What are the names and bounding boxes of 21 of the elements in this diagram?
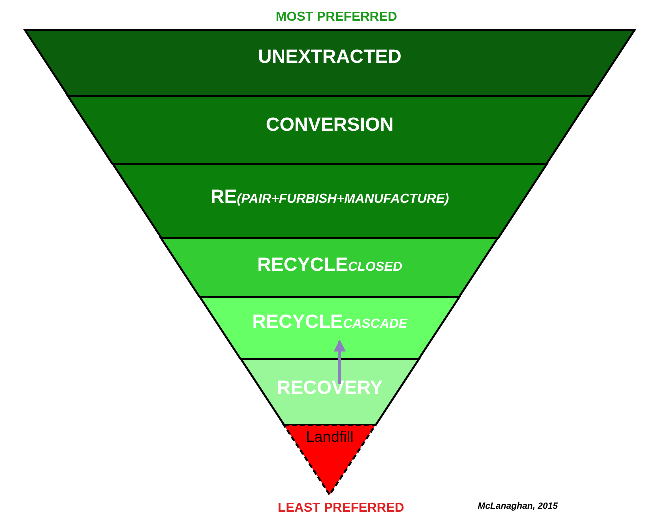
band-label: RECYCLE	[258, 254, 348, 278]
band-label: RECOVERY	[277, 377, 383, 401]
landfill-triangle	[284, 425, 376, 495]
band-label: Landfill	[306, 428, 354, 448]
band-label: RECYCLE	[252, 311, 344, 335]
hierarchy-band	[68, 96, 592, 164]
citation: McLanaghan, 2015	[478, 500, 558, 512]
hierarchy-band	[161, 238, 499, 297]
hierarchy-band	[200, 297, 460, 359]
band-label: RE	[210, 186, 238, 210]
band-label: UNEXTRACTED	[258, 46, 402, 70]
hierarchy-band	[112, 164, 548, 238]
hierarchy-band	[25, 30, 635, 96]
bottom-label: LEAST PREFERRED	[278, 499, 404, 512]
band-label: CONVERSION	[266, 114, 394, 138]
top-label: MOST PREFERRED	[276, 8, 398, 26]
band-sublabel: CASCADE	[343, 315, 408, 333]
hierarchy-band	[240, 359, 420, 425]
arrow	[334, 340, 346, 384]
band-sublabel: (PAIR+FURBISH+MANUFACTURE)	[237, 190, 450, 208]
band-sublabel: CLOSED	[348, 258, 402, 276]
